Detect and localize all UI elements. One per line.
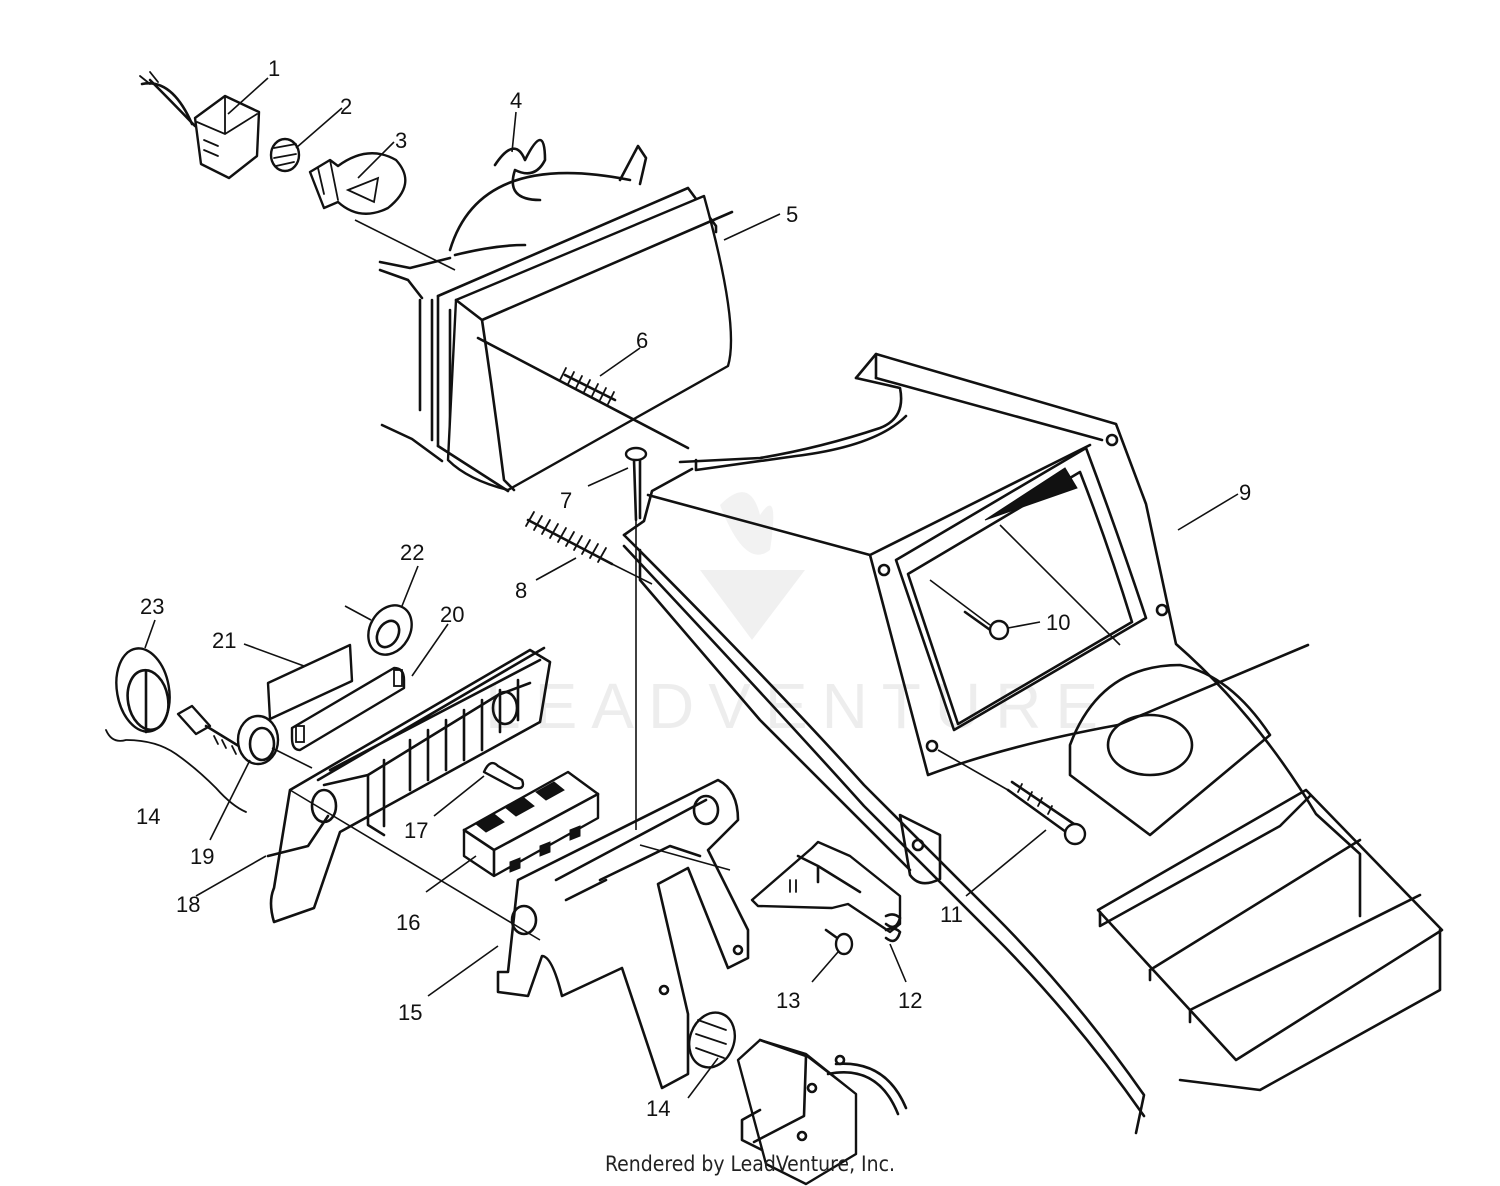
part-21-decal — [266, 643, 354, 721]
part-12-switch — [750, 840, 902, 943]
part-5-headlight — [378, 144, 734, 493]
watermark-text: LEADVENTURE — [485, 670, 1112, 742]
callout-23: 23 — [140, 594, 164, 619]
part-20-plate — [290, 666, 406, 752]
part-6-spring — [476, 336, 690, 450]
part-16-switch-block — [462, 770, 600, 878]
callout-1: 1 — [268, 56, 280, 81]
watermark: LEADVENTURE — [485, 492, 1112, 742]
callout-11: 11 — [940, 902, 963, 927]
callout-21: 21 — [212, 628, 236, 653]
part-7-screw — [624, 446, 648, 830]
callout-14-left: 14 — [136, 804, 160, 829]
callout-16: 16 — [396, 910, 420, 935]
callout-20: 20 — [440, 602, 464, 627]
callout-15: 15 — [398, 1000, 422, 1025]
callout-14-bottom: 14 — [646, 1096, 670, 1121]
callout-12: 12 — [898, 988, 922, 1013]
part-19-bezel — [236, 714, 313, 769]
callout-19: 19 — [190, 844, 214, 869]
callout-4: 4 — [510, 88, 522, 113]
switch-panel-assembly — [266, 604, 750, 1090]
part-17-pin — [482, 761, 525, 790]
callouts: 1 2 3 4 5 6 7 8 9 10 11 12 13 14 14 15 1… — [136, 56, 1251, 1121]
part-14-ignition-switch — [688, 1011, 908, 1186]
callout-2: 2 — [340, 94, 352, 119]
part-9-dash-pod — [622, 352, 1444, 1135]
part-13-screw — [824, 928, 854, 956]
part-22-grommet — [344, 604, 413, 656]
callout-8: 8 — [515, 578, 527, 603]
part-3-bulb — [308, 152, 407, 215]
leader-lines — [144, 77, 1239, 1099]
headlight-assembly — [139, 71, 734, 493]
footer-credit: Rendered by LeadVenture, Inc. — [605, 1152, 895, 1176]
callout-3: 3 — [395, 128, 407, 153]
callout-18: 18 — [176, 892, 200, 917]
part-4-wire-clip — [493, 138, 547, 202]
callout-7: 7 — [560, 488, 572, 513]
part-8-spring — [525, 511, 653, 585]
callout-17: 17 — [404, 818, 428, 843]
callout-10: 10 — [1046, 610, 1070, 635]
callout-5: 5 — [786, 202, 798, 227]
part-2-socket — [269, 137, 301, 173]
callout-6: 6 — [636, 328, 648, 353]
part-10-screw — [929, 579, 1010, 641]
key — [176, 704, 244, 755]
part-18-panel — [266, 646, 552, 924]
bracket-14 — [105, 729, 247, 813]
callout-22: 22 — [400, 540, 424, 565]
callout-13: 13 — [776, 988, 800, 1013]
part-23-cap — [115, 647, 171, 734]
part-1-connector — [193, 94, 261, 180]
part-11-screw — [937, 749, 1087, 846]
callout-9: 9 — [1239, 480, 1251, 505]
